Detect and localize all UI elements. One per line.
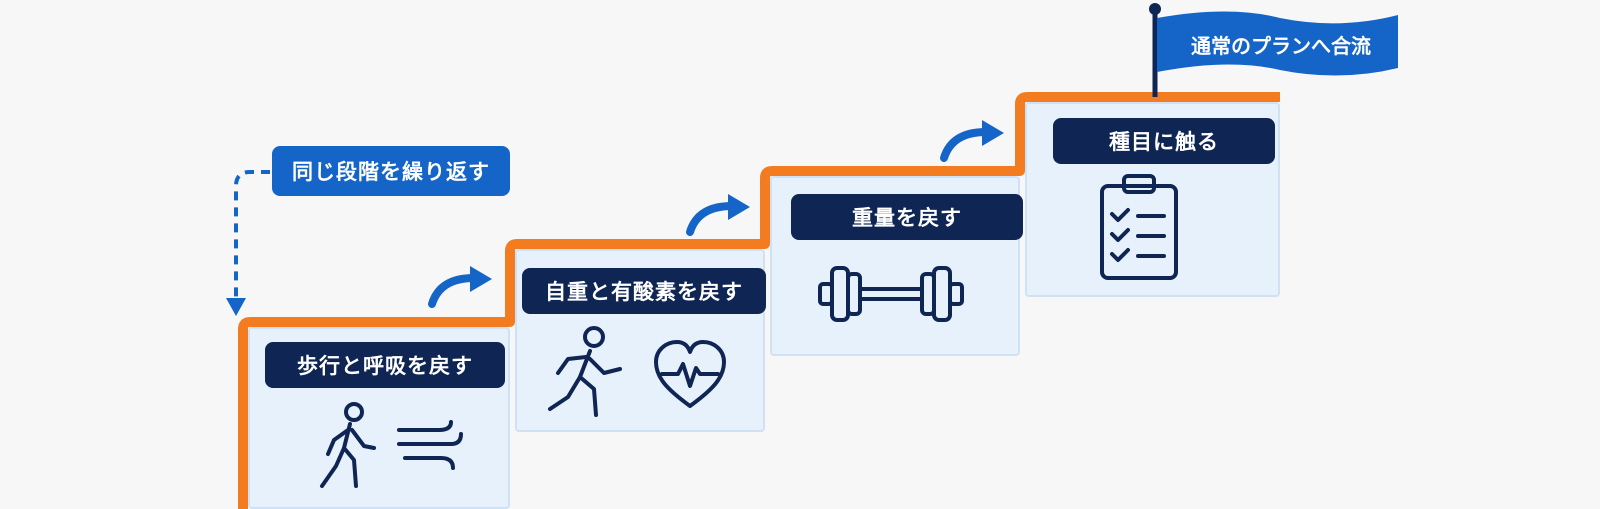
stair-edge (238, 92, 1280, 509)
step-label-2: 自重と有酸素を戻す (522, 268, 766, 314)
heart-pulse-icon (654, 340, 726, 408)
step-label-1: 歩行と呼吸を戻す (265, 342, 505, 388)
flag-pole-knob (1149, 3, 1161, 15)
step-arrow (940, 120, 1004, 162)
goal-flag-label: 通常のプランへ合流 (1191, 33, 1371, 58)
goal-flag (1157, 11, 1398, 76)
running-person-icon (548, 326, 622, 417)
clipboard-checklist-icon (1100, 174, 1178, 280)
repeat-label: 同じ段階を繰り返す (272, 146, 510, 196)
wind-breath-icon (397, 420, 463, 470)
step-label-4: 種目に触る (1053, 118, 1275, 164)
step-label-3: 重量を戻す (791, 194, 1023, 240)
repeat-arrow (234, 170, 270, 300)
walking-person-icon (320, 402, 376, 488)
step-arrow (428, 266, 492, 308)
step-arrow (686, 194, 750, 236)
dumbbell-icon (818, 266, 964, 322)
repeat-arrow-head (226, 298, 246, 316)
